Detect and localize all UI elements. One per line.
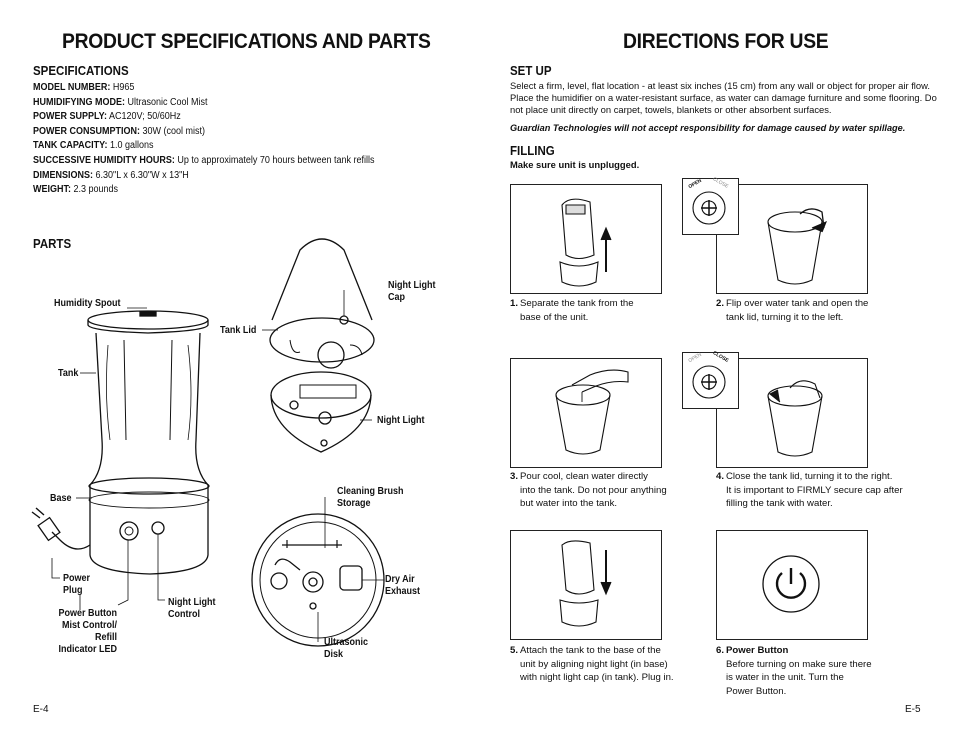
step-4-dial-inset [682,352,739,409]
step-3-image [510,358,662,468]
spec-row: SUCCESSIVE HUMIDITY HOURS: Up to approxi… [33,154,375,166]
spec-row: HUMIDIFYING MODE: Ultrasonic Cool Mist [33,96,208,108]
step-4-image [716,358,868,468]
setup-warning: Guardian Technologies will not accept re… [510,123,906,133]
spec-row: WEIGHT: 2.3 pounds [33,184,119,196]
label-tank-lid: Tank Lid [220,325,257,336]
label-night-light: Night Light [377,415,425,426]
page-number-left: E-4 [33,704,49,715]
step-2-image [716,184,868,294]
step-1-image [510,184,662,294]
step-2-dial-inset [682,178,739,235]
spec-row: DIMENSIONS: 6.30"L x 6.30"W x 13"H [33,169,189,181]
step-6-image [716,530,868,640]
page-title-right: DIRECTIONS FOR USE [623,30,829,53]
label-base: Base [50,493,72,504]
filling-note: Make sure unit is unplugged. [510,159,640,170]
label-humidity-spout: Humidity Spout [54,298,121,309]
page-title-left: PRODUCT SPECIFICATIONS AND PARTS [62,30,431,53]
spec-row: POWER SUPPLY: AC120V; 50/60Hz [33,111,181,123]
label-tank: Tank [58,368,79,379]
specifications-heading: SPECIFICATIONS [33,64,129,78]
specifications-list: MODEL NUMBER: H965 HUMIDIFYING MODE: Ult… [33,81,412,198]
page-number-right: E-5 [905,704,921,715]
setup-text: Select a firm, level, flat location - at… [510,80,937,116]
filling-heading: FILLING [510,144,555,158]
step-5-image [510,530,662,640]
spec-row: MODEL NUMBER: H965 [33,82,135,93]
parts-heading: PARTS [33,237,72,251]
spec-row: TANK CAPACITY: 1.0 gallons [33,140,154,152]
spec-row: POWER CONSUMPTION: 30W (cool mist) [33,125,206,137]
step-6-caption: 6. Power Button Before turning on make s… [716,645,872,697]
step-4-caption: 4. Close the tank lid, turning it to the… [716,471,903,509]
setup-heading: SET UP [510,64,552,78]
